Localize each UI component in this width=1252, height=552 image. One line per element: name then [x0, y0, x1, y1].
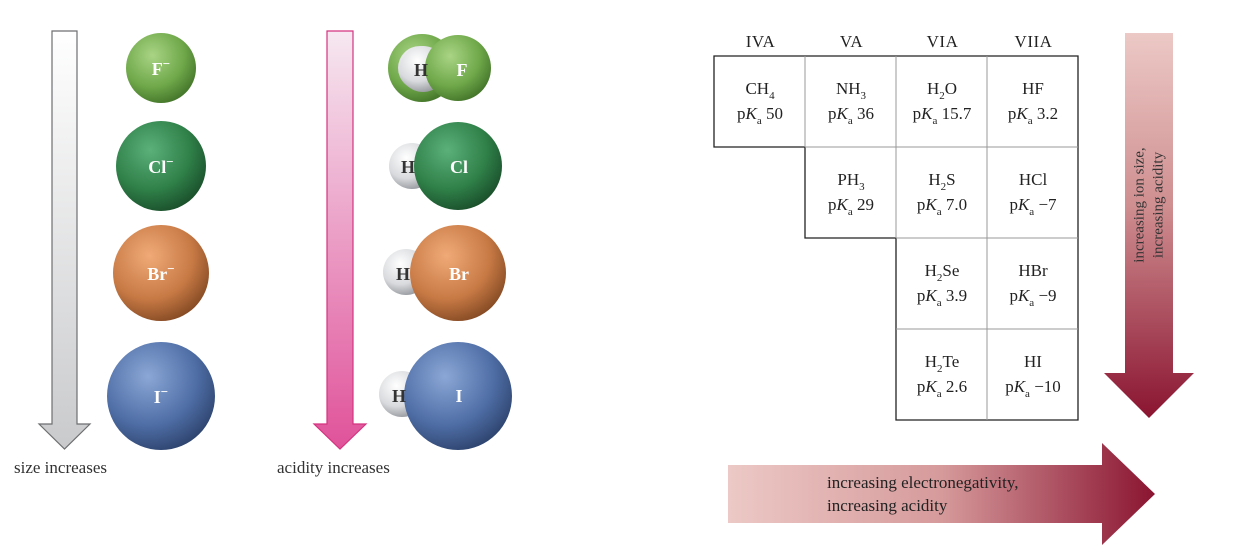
hf-molecule-shapes: H F: [400, 35, 491, 101]
svg-text:I: I: [455, 386, 462, 406]
svg-text:H: H: [396, 264, 410, 284]
svg-text:Cl: Cl: [450, 157, 468, 177]
iodide-ion: I−: [107, 342, 215, 450]
svg-text:Cl−: Cl−: [148, 154, 173, 177]
hbr-molecule: H Br: [383, 225, 506, 321]
horizontal-trend-arrow: [728, 443, 1155, 545]
hydrogen-halide-molecules: H F H Cl H Br H I: [379, 35, 512, 450]
size-arrow: [37, 30, 92, 450]
acidity-caption: acidity increases: [277, 458, 390, 477]
svg-text:F−: F−: [152, 56, 170, 79]
svg-text:H: H: [401, 157, 415, 177]
group-header-iva: IVA: [745, 32, 776, 51]
svg-text:I−: I−: [154, 384, 168, 407]
size-caption: size increases: [14, 458, 107, 477]
svg-text:Br: Br: [449, 264, 469, 284]
bromide-ion: Br−: [113, 225, 209, 321]
hcl-molecule: H Cl: [389, 122, 502, 210]
svg-text:H: H: [414, 60, 428, 80]
svg-text:H: H: [392, 386, 406, 406]
chloride-ion: Cl−: [116, 121, 206, 211]
svg-text:F: F: [457, 60, 468, 80]
group-header-viia: VIIA: [1014, 32, 1053, 51]
horizontal-arrow-label: increasing electronegativity, increasing…: [827, 473, 1019, 515]
fluoride-ion: F−: [126, 33, 196, 103]
group-header-va: VA: [839, 32, 864, 51]
hi-molecule: H I: [379, 342, 512, 450]
svg-text:Br−: Br−: [147, 261, 174, 284]
vertical-trend-arrow: [1104, 33, 1194, 418]
group-header-via: VIA: [926, 32, 959, 51]
acidity-arrow: [312, 30, 368, 450]
